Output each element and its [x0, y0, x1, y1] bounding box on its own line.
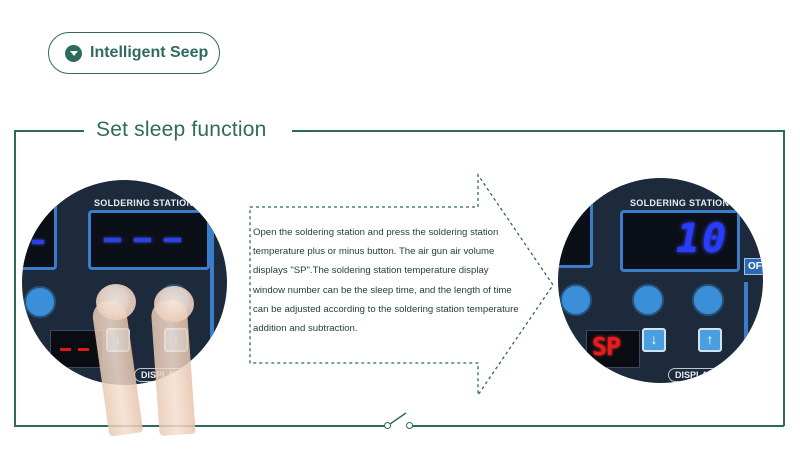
round-button-left[interactable] [24, 286, 56, 318]
switch-dot-right [406, 422, 413, 429]
off-button[interactable]: OFF [744, 258, 763, 275]
chevron-down-icon [65, 44, 82, 62]
frame-bottom-left [14, 425, 386, 427]
red-readout: SP [592, 332, 621, 361]
station-label: SOLDERING STATION [94, 198, 194, 208]
switch-lever-icon [389, 412, 407, 425]
round-button-plus[interactable] [692, 284, 724, 316]
fingertip-right [154, 286, 194, 322]
soldering-panel-after: SOLDERING STATION 10 OFF SP ↓ ↑ DISPLAY [558, 178, 763, 383]
display-label: DISPLAY [668, 368, 721, 382]
description-text: Open the soldering station and press the… [253, 227, 519, 335]
red-lcd-display [586, 330, 640, 368]
side-strip [210, 220, 214, 340]
section-title: Set sleep function [90, 118, 273, 142]
lcd-dash [164, 238, 181, 242]
frame-top-left [14, 130, 84, 132]
lcd-dash [134, 238, 151, 242]
fingertip-left [96, 284, 136, 320]
frame-bottom-right [412, 425, 784, 427]
frame-left [14, 130, 16, 426]
station-label: SOLDERING STATION [630, 198, 730, 208]
lcd-box-left-partial [558, 198, 593, 268]
red-dash [60, 348, 71, 351]
up-arrow-button[interactable]: ↑ [698, 328, 722, 352]
red-dash [78, 348, 89, 351]
down-arrow-button[interactable]: ↓ [642, 328, 666, 352]
blue-readout: 10 [676, 216, 729, 262]
round-button-left[interactable] [560, 284, 592, 316]
blue-lcd-display [620, 210, 740, 272]
lcd-dash [104, 238, 121, 242]
side-strip [744, 282, 748, 352]
pill-label: Intelligent Seep [90, 44, 209, 61]
round-button-minus[interactable] [632, 284, 664, 316]
frame-right [783, 130, 785, 426]
intelligent-seep-pill[interactable]: Intelligent Seep [48, 32, 220, 74]
red-lcd-display: -- [50, 330, 104, 368]
frame-top-right [292, 130, 784, 132]
switch-dot-left [384, 422, 391, 429]
lcd-dash [32, 240, 44, 244]
lcd-box-left-partial [22, 200, 57, 270]
